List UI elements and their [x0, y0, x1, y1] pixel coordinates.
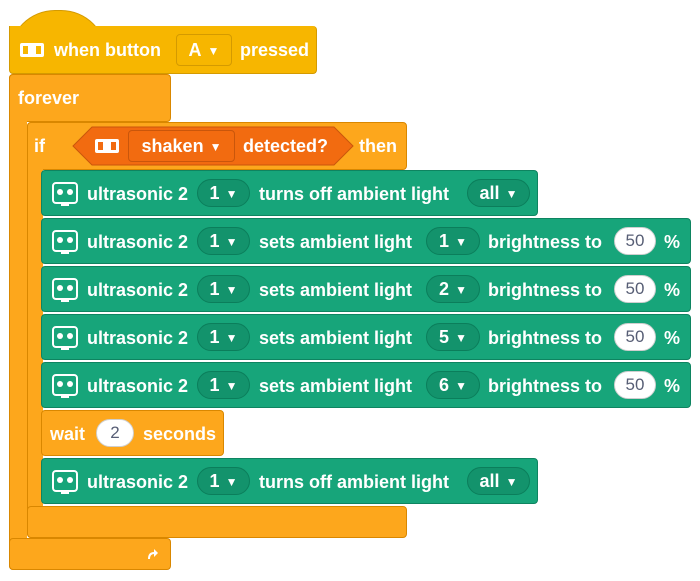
caret-down-icon: ▼ — [455, 283, 467, 297]
if-label: if — [34, 136, 45, 156]
button-select-value: A — [188, 40, 202, 60]
light-number-dropdown[interactable]: 1▼ — [426, 227, 480, 255]
port-dropdown[interactable]: 1▼ — [197, 275, 250, 303]
caret-down-icon: ▼ — [225, 187, 238, 201]
port-value: 1 — [209, 231, 220, 251]
board-icon — [95, 139, 119, 153]
seconds-label: seconds — [143, 424, 217, 444]
brightness-input[interactable]: 50 — [614, 323, 656, 351]
wait-seconds-input[interactable]: 2 — [96, 419, 134, 447]
port-value: 1 — [209, 327, 220, 347]
sets-light-label: sets ambient light — [259, 232, 413, 252]
sets-light-label: sets ambient light — [259, 376, 413, 396]
light-select-dropdown[interactable]: all ▼ — [467, 179, 530, 207]
ultrasonic-name-label: ultrasonic 2 — [87, 472, 189, 492]
ultrasonic-turn-off-block[interactable] — [41, 170, 538, 216]
ultrasonic-sensor-icon — [52, 182, 78, 206]
wait-label: wait — [50, 424, 86, 444]
ultrasonic-turn-off-block[interactable] — [41, 458, 538, 504]
ultrasonic-set-light-block[interactable] — [41, 266, 691, 312]
caret-down-icon: ▼ — [225, 283, 238, 297]
ultrasonic-set-light-block[interactable] — [41, 218, 691, 264]
percent-label: % — [664, 328, 681, 348]
percent-label: % — [664, 280, 681, 300]
port-dropdown[interactable]: 1▼ — [197, 371, 250, 399]
ultrasonic-set-light-block[interactable] — [41, 362, 691, 408]
port-dropdown[interactable]: 1▼ — [197, 179, 250, 207]
light-select-value: all — [479, 471, 500, 491]
caret-down-icon: ▼ — [209, 140, 222, 154]
forever-block-arm[interactable] — [9, 74, 27, 570]
ultrasonic-name-label: ultrasonic 2 — [87, 328, 189, 348]
ultrasonic-name-label: ultrasonic 2 — [87, 280, 189, 300]
brightness-input[interactable]: 50 — [614, 275, 656, 303]
light-number-value: 6 — [439, 375, 450, 395]
light-number-dropdown[interactable]: 2▼ — [426, 275, 480, 303]
light-number-value: 2 — [439, 279, 450, 299]
ultrasonic-sensor-icon — [52, 278, 78, 302]
board-icon — [20, 43, 44, 57]
caret-down-icon: ▼ — [225, 475, 238, 489]
hat-block[interactable] — [9, 26, 317, 74]
sensor-state-dropdown[interactable]: shaken ▼ — [128, 130, 235, 162]
ultrasonic-set-light-block[interactable] — [41, 314, 691, 360]
if-block-bottom[interactable] — [27, 506, 407, 538]
ultrasonic-name-label: ultrasonic 2 — [87, 376, 189, 396]
light-number-value: 5 — [439, 327, 450, 347]
sets-light-label: sets ambient light — [259, 328, 413, 348]
brightness-label: brightness to — [488, 280, 603, 300]
turns-off-label: turns off ambient light — [259, 472, 449, 492]
ultrasonic-sensor-icon — [52, 230, 78, 254]
loop-arrow-icon — [148, 549, 158, 559]
caret-down-icon: ▼ — [505, 475, 518, 489]
caret-down-icon: ▼ — [207, 44, 220, 58]
light-number-value: 1 — [439, 231, 450, 251]
light-select-value: all — [479, 183, 500, 203]
ultrasonic-name-label: ultrasonic 2 — [87, 232, 189, 252]
caret-down-icon: ▼ — [225, 235, 238, 249]
forever-block-bottom[interactable] — [9, 538, 171, 570]
pressed-label: pressed — [240, 40, 310, 60]
caret-down-icon: ▼ — [455, 379, 467, 393]
caret-down-icon: ▼ — [225, 331, 238, 345]
light-number-dropdown[interactable]: 6▼ — [426, 371, 480, 399]
port-dropdown[interactable]: 1▼ — [197, 227, 250, 255]
port-dropdown[interactable]: 1▼ — [197, 323, 250, 351]
detected-label: detected? — [243, 136, 329, 156]
brightness-input[interactable]: 50 — [614, 371, 656, 399]
brightness-label: brightness to — [488, 232, 603, 252]
percent-label: % — [664, 376, 681, 396]
brightness-label: brightness to — [488, 328, 603, 348]
ultrasonic-name-label: ultrasonic 2 — [87, 184, 189, 204]
caret-down-icon: ▼ — [455, 331, 467, 345]
port-value: 1 — [209, 183, 220, 203]
turns-off-label: turns off ambient light — [259, 184, 449, 204]
sets-light-label: sets ambient light — [259, 280, 413, 300]
percent-label: % — [664, 232, 681, 252]
then-label: then — [359, 136, 397, 156]
brightness-label: brightness to — [488, 376, 603, 396]
caret-down-icon: ▼ — [455, 235, 467, 249]
caret-down-icon: ▼ — [505, 187, 518, 201]
caret-down-icon: ▼ — [225, 379, 238, 393]
light-number-dropdown[interactable]: 5▼ — [426, 323, 480, 351]
ultrasonic-sensor-icon — [52, 374, 78, 398]
button-select-dropdown[interactable]: A▼ — [176, 34, 232, 66]
brightness-input[interactable]: 50 — [614, 227, 656, 255]
port-value: 1 — [209, 471, 220, 491]
light-select-dropdown[interactable]: all ▼ — [467, 467, 530, 495]
forever-label: forever — [18, 88, 80, 108]
ultrasonic-sensor-icon — [52, 326, 78, 350]
ultrasonic-sensor-icon — [52, 470, 78, 494]
when-button-label: when button — [54, 40, 161, 60]
port-value: 1 — [209, 375, 220, 395]
port-value: 1 — [209, 279, 220, 299]
sensor-state-value: shaken — [141, 136, 204, 156]
port-dropdown[interactable]: 1▼ — [197, 467, 250, 495]
